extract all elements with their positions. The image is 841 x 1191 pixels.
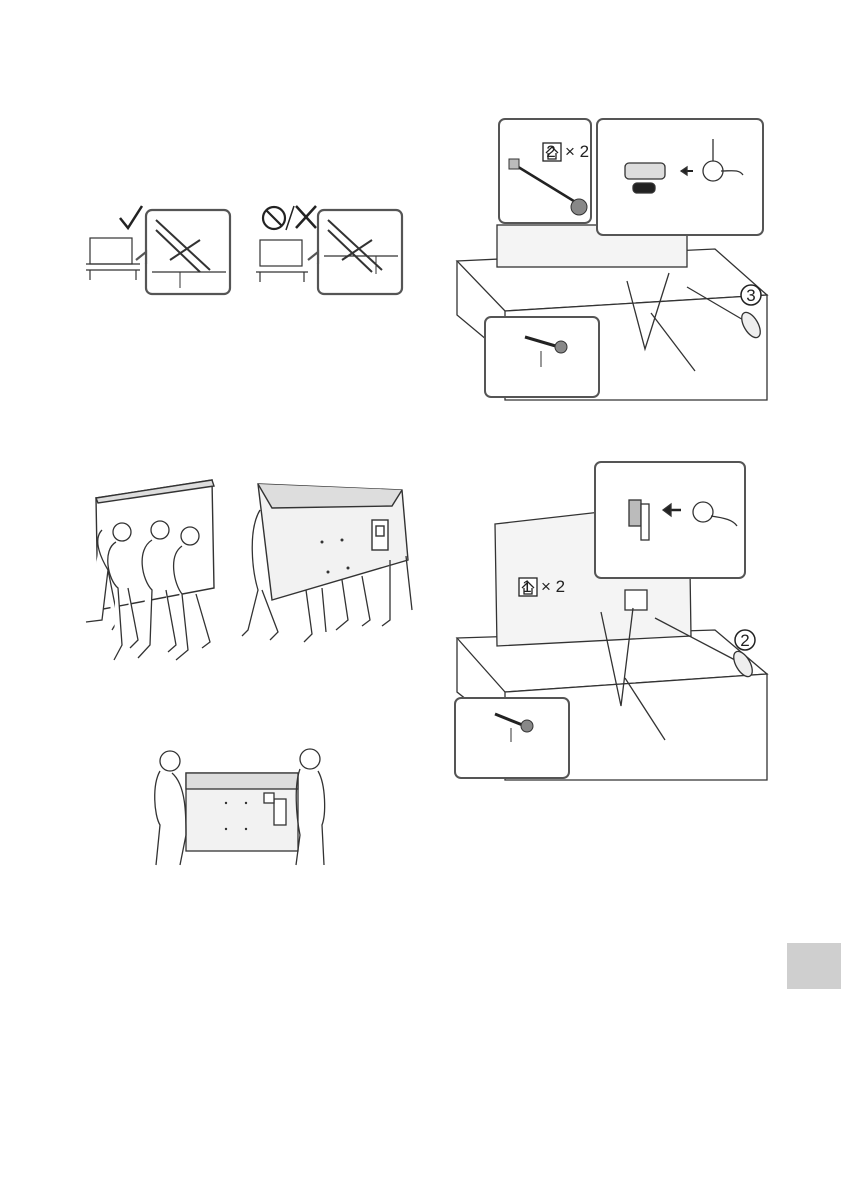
carry-tv-two-people-figure	[150, 745, 330, 870]
person-left	[155, 751, 186, 865]
callout-correct	[136, 210, 230, 294]
strap-assembly-top-figure: 2 × 2	[455, 115, 770, 400]
bottom-step-number: 2	[740, 631, 749, 650]
top-quantity: × 2	[565, 142, 589, 161]
strap-assembly-bottom-figure: 1 × 2 2	[455, 460, 770, 780]
top-step-number: 3	[746, 286, 755, 305]
bottom-box-number: 1	[522, 577, 531, 596]
bottom-quantity: × 2	[541, 577, 565, 596]
tv-on-table-correct	[86, 238, 140, 280]
detail-bracket-panel-2	[595, 462, 745, 578]
detail-bracket-panel	[597, 119, 763, 235]
tv-back-view	[258, 484, 408, 600]
callout-incorrect	[308, 210, 402, 294]
top-box-number: 2	[546, 142, 555, 161]
detail-screw-panel-3	[455, 698, 569, 778]
person-right	[296, 749, 325, 865]
detail-screw-panel-bottom	[485, 317, 599, 397]
check-icon	[120, 206, 142, 228]
page-edge-tab	[787, 943, 841, 989]
tv-on-table-incorrect	[256, 240, 308, 282]
circled-2-icon: 2	[735, 630, 755, 650]
carry-large-tv-figure	[72, 470, 417, 675]
cross-icon	[296, 206, 316, 228]
tv-back-small	[186, 773, 298, 851]
placement-figure	[80, 200, 410, 300]
circled-3-icon: 3	[741, 285, 761, 305]
